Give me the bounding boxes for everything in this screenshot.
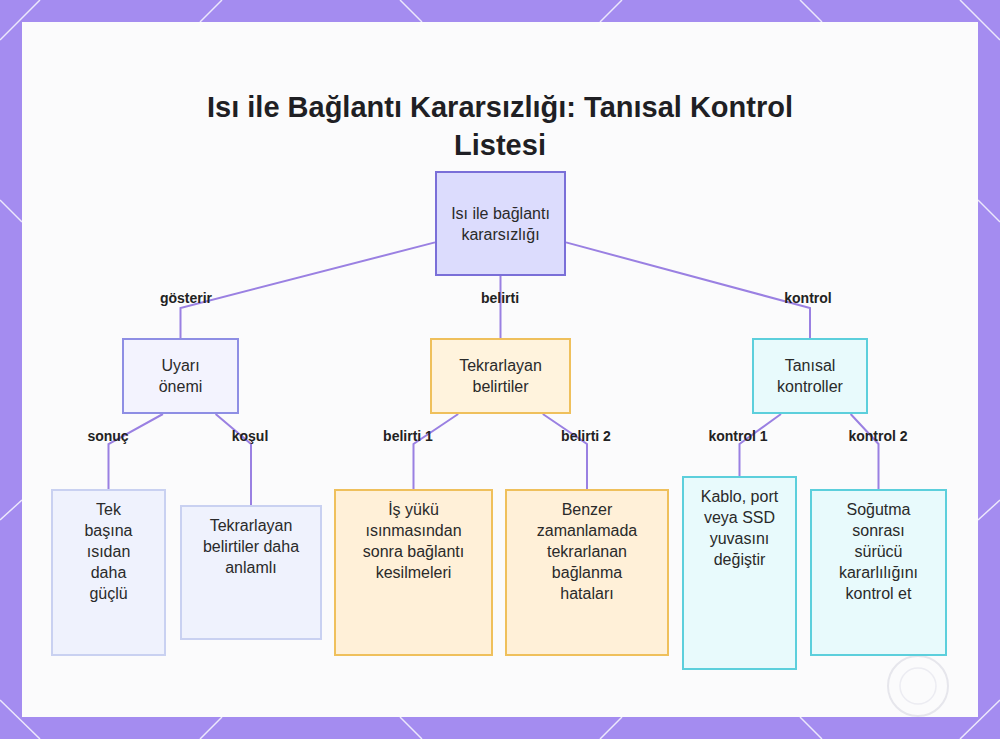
connector-line [566,242,810,338]
connector-line [109,414,163,489]
node-text: Tanısal kontroller [765,355,855,397]
root-box: Isı ile bağlantı kararsızlığı [435,171,566,276]
edge-label: belirti [481,290,519,306]
connector-line [543,414,587,489]
leaf-box: Tekrarlayan belirtiler daha anlamlı [180,505,322,640]
category-box: Tekrarlayan belirtiler [430,338,571,414]
node-text: Tekrarlayan belirtiler daha anlamlı [201,515,301,578]
node-text: Uyarı önemi [146,355,216,397]
connector-line [181,242,436,338]
edge-label: kontrol 1 [708,428,767,444]
connector-line [500,276,502,338]
edge-label: belirti 1 [383,428,433,444]
edge-label: kontrol [784,290,831,306]
node-text: Isı ile bağlantı kararsızlığı [451,203,551,245]
node-text: Soğutma sonrası sürücü kararlılığını kon… [827,499,931,604]
node-text: Tek başına ısıdan daha güçlü [74,499,144,604]
node-text: İş yükü ısınmasından sonra bağlantı kesi… [358,499,470,583]
category-box: Uyarı önemi [122,338,239,414]
edge-label: gösterir [160,290,212,306]
leaf-box: Soğutma sonrası sürücü kararlılığını kon… [810,489,947,656]
leaf-box: İş yükü ısınmasından sonra bağlantı kesi… [334,489,493,656]
node-text: Kablo, port veya SSD yuvasını değiştir [700,486,780,570]
category-box: Tanısal kontroller [752,338,868,414]
node-text: Tekrarlayan belirtiler [446,355,556,397]
node-text: Benzer zamanlamada tekrarlanan bağlanma … [531,499,643,604]
connector-line [851,414,879,489]
leaf-box: Benzer zamanlamada tekrarlanan bağlanma … [505,489,669,656]
leaf-box: Kablo, port veya SSD yuvasını değiştir [682,476,797,670]
edge-label: koşul [232,428,269,444]
connector-line [414,414,459,489]
edge-label: kontrol 2 [848,428,907,444]
connector-line [216,414,251,505]
leaf-box: Tek başına ısıdan daha güçlü [51,489,166,656]
edge-label: sonuç [87,428,128,444]
edge-label: belirti 2 [561,428,611,444]
connector-line [740,414,782,476]
diagram-title: Isı ile Bağlantı Kararsızlığı: Tanısal K… [200,88,800,164]
